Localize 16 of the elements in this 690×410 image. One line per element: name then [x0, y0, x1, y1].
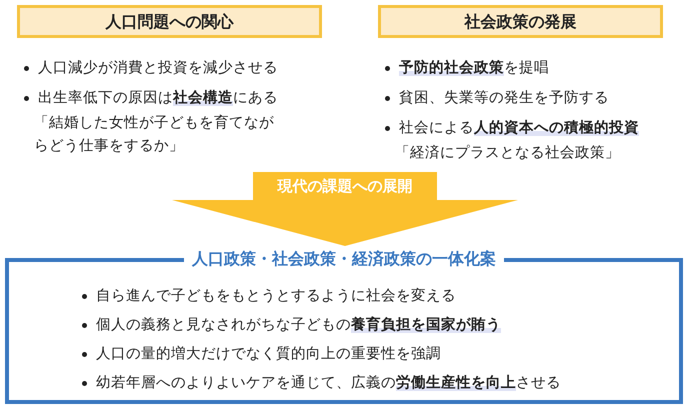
bullet-text: 人口減少が消費と投資を減少させる — [38, 59, 278, 78]
bullet-text: 社会による人的資本への積極的投資 — [399, 118, 639, 138]
heading-box: 人口問題への関心 — [17, 5, 322, 38]
quote-text: 「経済にプラスとなる社会政策」 — [395, 144, 621, 163]
bullet-text: 幼若年層へのよりよいケアを通じて、広義の労働生産性を向上させる — [96, 373, 561, 393]
frame-title: 人口政策・社会政策・経済政策の一体化案 — [184, 249, 504, 269]
down-arrow — [172, 172, 518, 246]
quote-text: 「結婚した女性が子どもを育てながらどう仕事をするか」 — [34, 114, 275, 156]
bullet-text: 出生率低下の原因は社会構造にある — [38, 88, 278, 108]
bullet-text: 予防的社会政策を提唱 — [399, 58, 549, 78]
bullet-text: 自ら進んで子どもをもとうとするように社会を変える — [96, 286, 456, 306]
bullet-text: 人口の量的増大だけでなく質的向上の重要性を強調 — [96, 344, 441, 364]
bullet-text: 貧困、失業等の発生を予防する — [399, 89, 609, 108]
bullet-text: 個人の義務と見なされがちな子どもの養育負担を国家が賄う — [96, 315, 501, 335]
heading-box: 社会政策の発展 — [378, 5, 663, 38]
arrow-label: 現代の課題への展開 — [276, 176, 414, 196]
